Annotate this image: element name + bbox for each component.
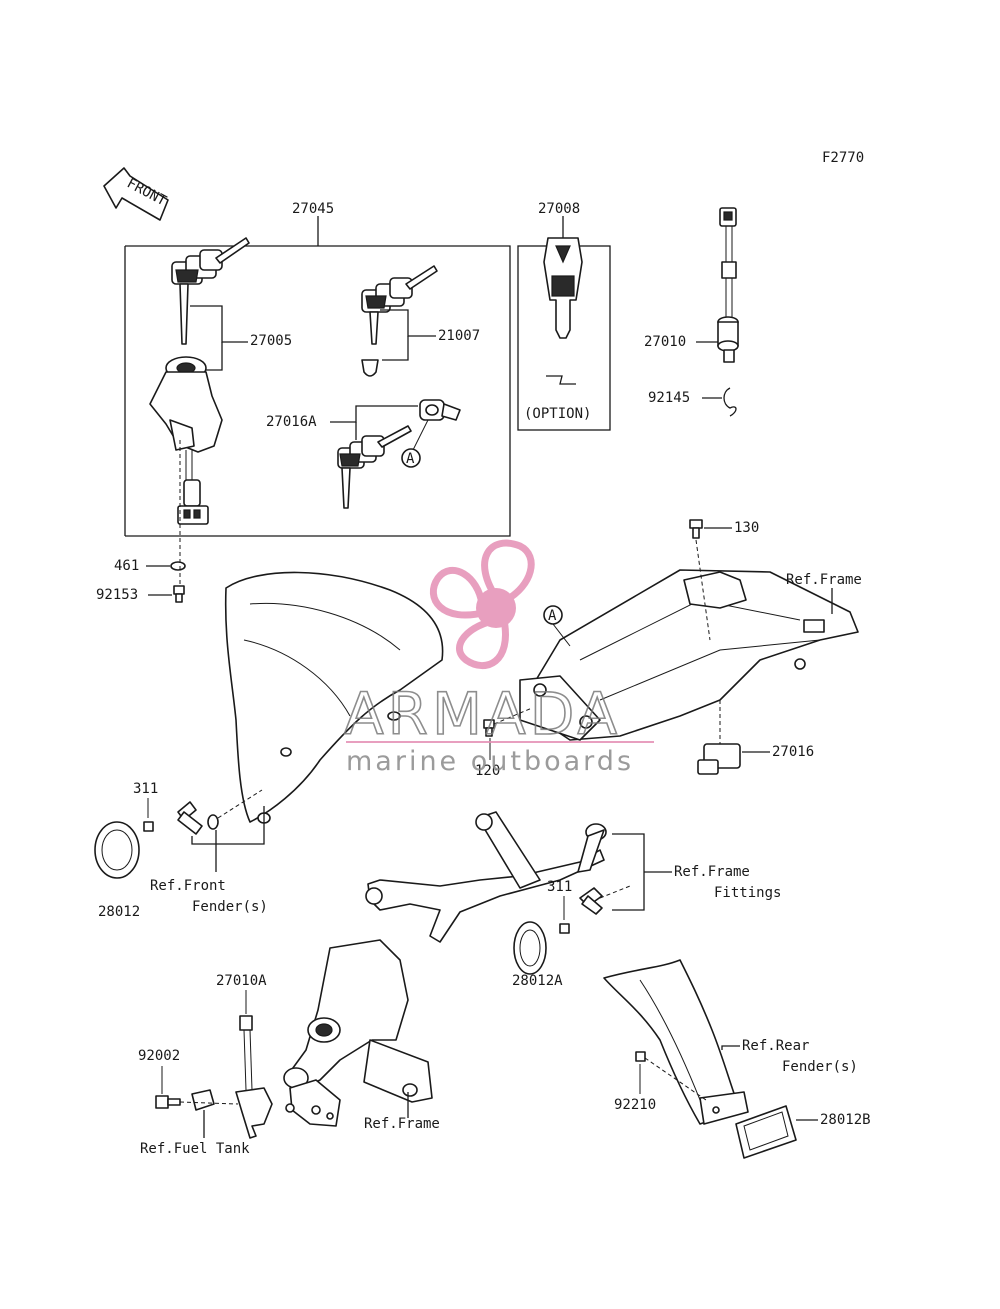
watermark-tagline: marine outboards — [346, 746, 634, 777]
ref-frame-bottom: Ref.Frame — [364, 1116, 440, 1132]
ref-marker-a-frame-label: A — [548, 608, 557, 624]
ref-rear-fender-2: Fender(s) — [782, 1059, 858, 1075]
part-number-21007: 21007 — [438, 328, 480, 344]
reflector-28012B — [735, 1105, 797, 1159]
bolt-92002 — [155, 1095, 181, 1109]
bolt-130 — [689, 519, 703, 539]
ref-rear-fender-1: Ref.Rear — [742, 1038, 809, 1054]
sensor-27010 — [717, 207, 739, 363]
key-set-27005 — [171, 237, 250, 345]
part-number-27008: 27008 — [538, 201, 580, 217]
part-number-92145: 92145 — [648, 390, 690, 406]
front-fender — [224, 571, 444, 824]
spring-clip-92145 — [723, 387, 737, 417]
propeller-logo-icon — [430, 539, 535, 669]
part-number-28012B: 28012B — [820, 1112, 871, 1128]
rear-fender — [603, 959, 749, 1125]
watermark-brand: ARMADA — [344, 680, 621, 748]
bolt-92153 — [173, 585, 185, 603]
part-number-27016: 27016 — [772, 744, 814, 760]
sensor-27010A — [235, 1015, 295, 1139]
ref-frame-top: Ref.Frame — [786, 572, 862, 588]
option-label: (OPTION) — [524, 406, 591, 422]
option-key-group — [517, 216, 611, 431]
part-number-130: 130 — [734, 520, 759, 536]
ref-frame-fittings-1: Ref.Frame — [674, 864, 750, 880]
spacer-collar-rear — [579, 887, 603, 915]
part-number-120: 120 — [475, 763, 500, 779]
seat-lock-27016A — [337, 399, 461, 509]
ref-frame-fittings-2: Fittings — [714, 885, 781, 901]
part-number-27010: 27010 — [644, 334, 686, 350]
washer-461 — [170, 561, 186, 571]
nut-311-front — [143, 821, 154, 832]
ref-fuel-tank: Ref.Fuel Tank — [140, 1141, 250, 1157]
spacer-collar — [177, 801, 203, 835]
ref-front-fender-1: Ref.Front — [150, 878, 226, 894]
figure-code: F2770 — [822, 150, 864, 166]
part-number-92210: 92210 — [614, 1097, 656, 1113]
key-set-21007 — [361, 265, 438, 377]
part-number-311-rear: 311 — [547, 879, 572, 895]
reflector-28012 — [94, 821, 140, 879]
ignition-kit-group — [124, 216, 511, 537]
ignition-switch-body — [149, 356, 223, 525]
part-number-27016A: 27016A — [266, 414, 317, 430]
part-number-92153: 92153 — [96, 587, 138, 603]
part-number-27005: 27005 — [250, 333, 292, 349]
rear-subframe — [519, 569, 859, 741]
ref-front-fender-2: Fender(s) — [192, 899, 268, 915]
part-number-311-front: 311 — [133, 781, 158, 797]
part-number-28012: 28012 — [98, 904, 140, 920]
nut-92210 — [635, 1051, 646, 1062]
part-number-92002: 92002 — [138, 1048, 180, 1064]
nut-311-rear — [559, 923, 570, 934]
lower-frame — [283, 939, 433, 1127]
ref-marker-a-top — [401, 448, 421, 468]
reflector-28012A — [513, 921, 547, 975]
ref-marker-a-top-label: A — [406, 451, 415, 467]
washer-front — [207, 814, 219, 830]
part-number-27045: 27045 — [292, 201, 334, 217]
part-number-28012A: 28012A — [512, 973, 563, 989]
part-number-461: 461 — [114, 558, 139, 574]
watermark: ARMADA marine outboards — [343, 539, 654, 777]
frame-fittings-bracket — [365, 811, 607, 943]
part-number-27010A: 27010A — [216, 973, 267, 989]
clamp-bracket — [191, 1089, 215, 1111]
seat-lock-27016 — [697, 700, 741, 775]
front-arrow-icon: FRONT — [103, 167, 169, 221]
